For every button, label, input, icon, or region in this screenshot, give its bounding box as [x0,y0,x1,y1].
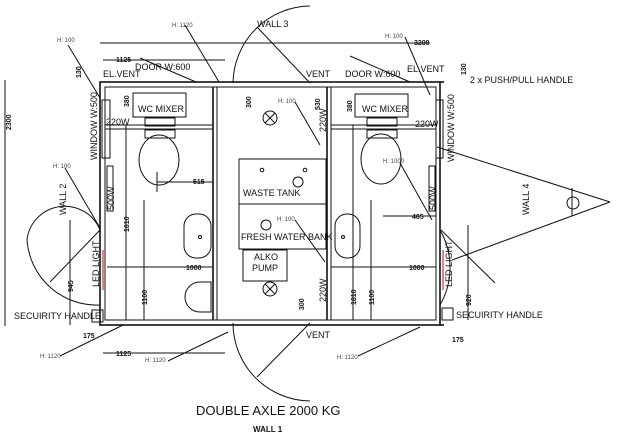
light-icon [262,281,278,297]
dim-300: 300 [246,96,253,108]
window-right [435,99,444,159]
light-icon [262,110,278,126]
height-label: H: 100 [57,38,75,44]
wc-mixer-box [132,92,187,118]
dim-2300: 2300 [6,114,13,130]
height-label: H: 100 [385,34,403,40]
dim-1000: 1000 [409,265,425,272]
500w-label: 500W [106,186,116,210]
dim-1000: 1000 [186,265,202,272]
drawbar [436,146,611,261]
window-left [101,99,111,159]
dimension-lines [4,24,469,362]
door-label: DOOR W:600 [345,69,400,79]
220w-label: 220W [106,117,130,127]
height-label: H: 1120 [337,355,358,361]
dim-130: 130 [461,63,468,75]
el-vent-label: EL.VENT [407,64,445,74]
dim-175: 175 [83,333,95,340]
waste-tank-label: WASTE TANK [243,188,300,198]
wall-4-label: WALL 4 [521,184,531,215]
led-light-label: LED LIGHT [444,240,454,287]
window-label: WINDOW W:500 [446,94,456,162]
el-vent-label: EL.VENT [103,69,141,79]
wall-3-label: WALL 3 [257,19,288,29]
height-label: H: 1000 [383,159,405,165]
dim-515: 515 [193,179,205,186]
security-handle-right [441,307,454,321]
500w-label: 500W [428,186,438,210]
security-handle-label: SECUIRITY HANDLE [456,310,543,320]
dim-130: 130 [76,66,83,78]
dim-1810: 1810 [351,289,358,305]
wc-mixer-label: WC MIXER [138,104,184,114]
dim-300: 300 [299,298,306,310]
vent-label: VENT [306,69,331,79]
outer-walls [99,81,444,326]
push-pull-handle-label: 2 x PUSH/PULL HANDLE [470,75,573,85]
height-label: H: 100 [277,217,295,223]
dim-1810: 1810 [124,216,131,232]
height-label: H: 1120 [145,358,166,364]
drawing-title: DOUBLE AXLE 2000 KG [196,403,341,418]
led-light-label: LED LIGHT [91,240,101,287]
wall-2-label: WALL 2 [58,184,68,215]
dim-1125: 1125 [116,57,131,64]
height-label: H: 1120 [40,354,61,360]
wc-mixer-label: WC MIXER [362,104,408,114]
sink [183,213,212,259]
dim-920: 920 [466,294,473,306]
dim-1100: 1100 [369,290,376,305]
left-toilet-room [91,92,212,323]
fresh-water-tank [238,203,327,250]
security-handle-label: SECUIRITY HANDLE [14,311,101,321]
window-label: WINDOW W:500 [89,92,99,160]
annotations: H: 1120 WALL 3 H: 100 H: 100 3200 1125 D… [6,19,573,434]
dim-3200: 3200 [414,40,430,47]
vent-label: VENT [306,330,331,340]
height-label: H: 100 [278,99,296,105]
height-label: H: 100 [53,164,71,170]
dim-175: 175 [452,337,464,344]
door-label: DOOR W:600 [135,62,190,72]
height-label: H: 1120 [172,23,193,29]
toilet-bowl [138,134,180,186]
dim-530: 530 [315,98,322,110]
security-handle-left [91,309,104,323]
dim-1100: 1100 [142,290,149,305]
dim-945: 945 [68,280,75,292]
right-toilet-room [334,93,454,321]
220w-label: 220W [415,119,439,129]
pump-label: PUMP [252,263,278,273]
dim-380: 380 [347,100,354,112]
dim-380: 380 [124,95,131,107]
fresh-water-label: FRESH WATER BANK [241,232,333,242]
alko-pump [242,249,288,282]
220w-label: 220W [318,108,328,132]
alko-label: ALKO [254,252,278,262]
dim-465: 465 [412,214,424,221]
dim-1125: 1125 [116,351,131,358]
center-compartment [238,110,327,297]
220w-label: 220W [318,278,328,302]
wall-1-label: WALL 1 [253,425,283,434]
